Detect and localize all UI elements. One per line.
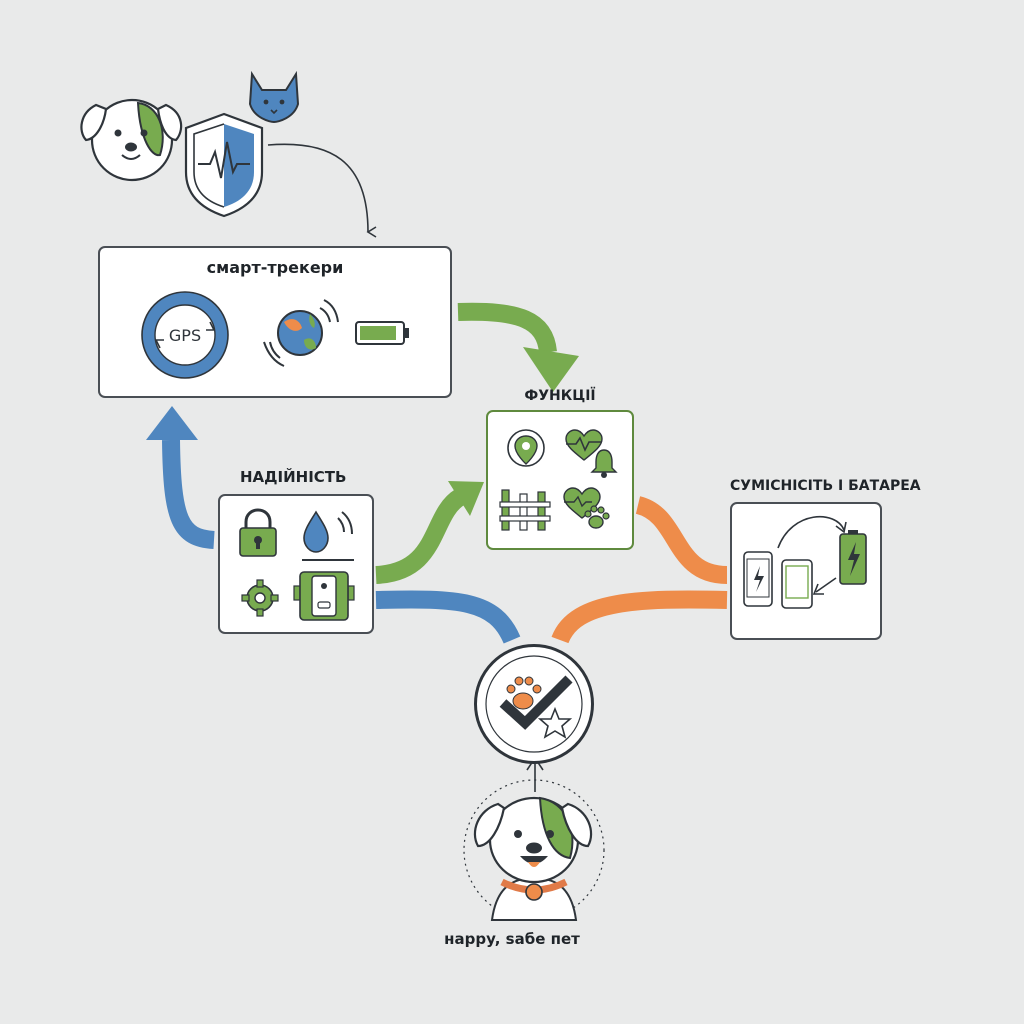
- phone-device-icon: [293, 571, 355, 621]
- gps-label: GPS: [169, 326, 201, 345]
- arrow-head-trackers-to-functions: [523, 347, 579, 392]
- gear-icon: [241, 579, 279, 617]
- connector-shield-to-trackers: [267, 143, 377, 238]
- arrow-head-reliability-to-trackers: [146, 406, 198, 440]
- reliability-box: [218, 494, 374, 634]
- gps-icon: GPS: [141, 291, 229, 379]
- location-pin-icon: [507, 429, 545, 467]
- arrow-head-reliability-to-functions: [448, 481, 484, 516]
- dog-face-icon: [80, 98, 183, 182]
- compatibility-title: СУМІСНІСІТЬ І БАТАРЕА: [730, 478, 921, 494]
- smart-trackers-box: смарт-трекери GPS: [98, 246, 452, 398]
- globe-signal-icon: [263, 299, 339, 367]
- smart-trackers-title: смарт-трекери: [206, 258, 344, 277]
- compatibility-icons: [743, 516, 867, 609]
- smart-trackers-icons: GPS: [141, 291, 409, 379]
- cat-face-icon: [248, 70, 300, 124]
- sync-arc-icon: [777, 516, 845, 549]
- compatibility-box: [730, 502, 882, 640]
- arrow-reliability-to-trackers: [162, 439, 215, 549]
- phone-icon: [743, 551, 773, 607]
- padlock-icon: [239, 508, 277, 557]
- charging-battery-icon: [839, 530, 867, 585]
- paw-heart-icon: [563, 487, 610, 529]
- water-drop-icon: [302, 510, 354, 561]
- battery-icon: [355, 321, 409, 345]
- functions-icons: [499, 429, 618, 531]
- paw-checkmark-star-icon: [485, 655, 583, 753]
- bell-icon: [590, 449, 618, 478]
- line-compatibility-to-goal: [551, 590, 728, 644]
- arrow-functions-to-compatibility: [635, 496, 728, 584]
- happy-safe-pet-caption: нappy, ѕaбe пeт: [444, 930, 580, 948]
- arrow-trackers-to-functions: [457, 302, 557, 354]
- goal-circle: [474, 644, 594, 764]
- reliability-title: НАДІЙНІСТЬ: [240, 468, 347, 486]
- tablet-icon: [781, 559, 813, 609]
- happy-dog-icon: [463, 779, 605, 921]
- functions-title: ФУНКЦІЇ: [524, 388, 596, 404]
- arrow-reliability-to-functions: [375, 489, 466, 584]
- line-reliability-to-goal: [375, 590, 521, 644]
- reliability-icons: [239, 508, 355, 621]
- shield-heartbeat-icon: [184, 112, 264, 218]
- functions-box: [486, 410, 634, 550]
- heart-rate-icon: [565, 429, 603, 461]
- fence-icon: [499, 489, 551, 531]
